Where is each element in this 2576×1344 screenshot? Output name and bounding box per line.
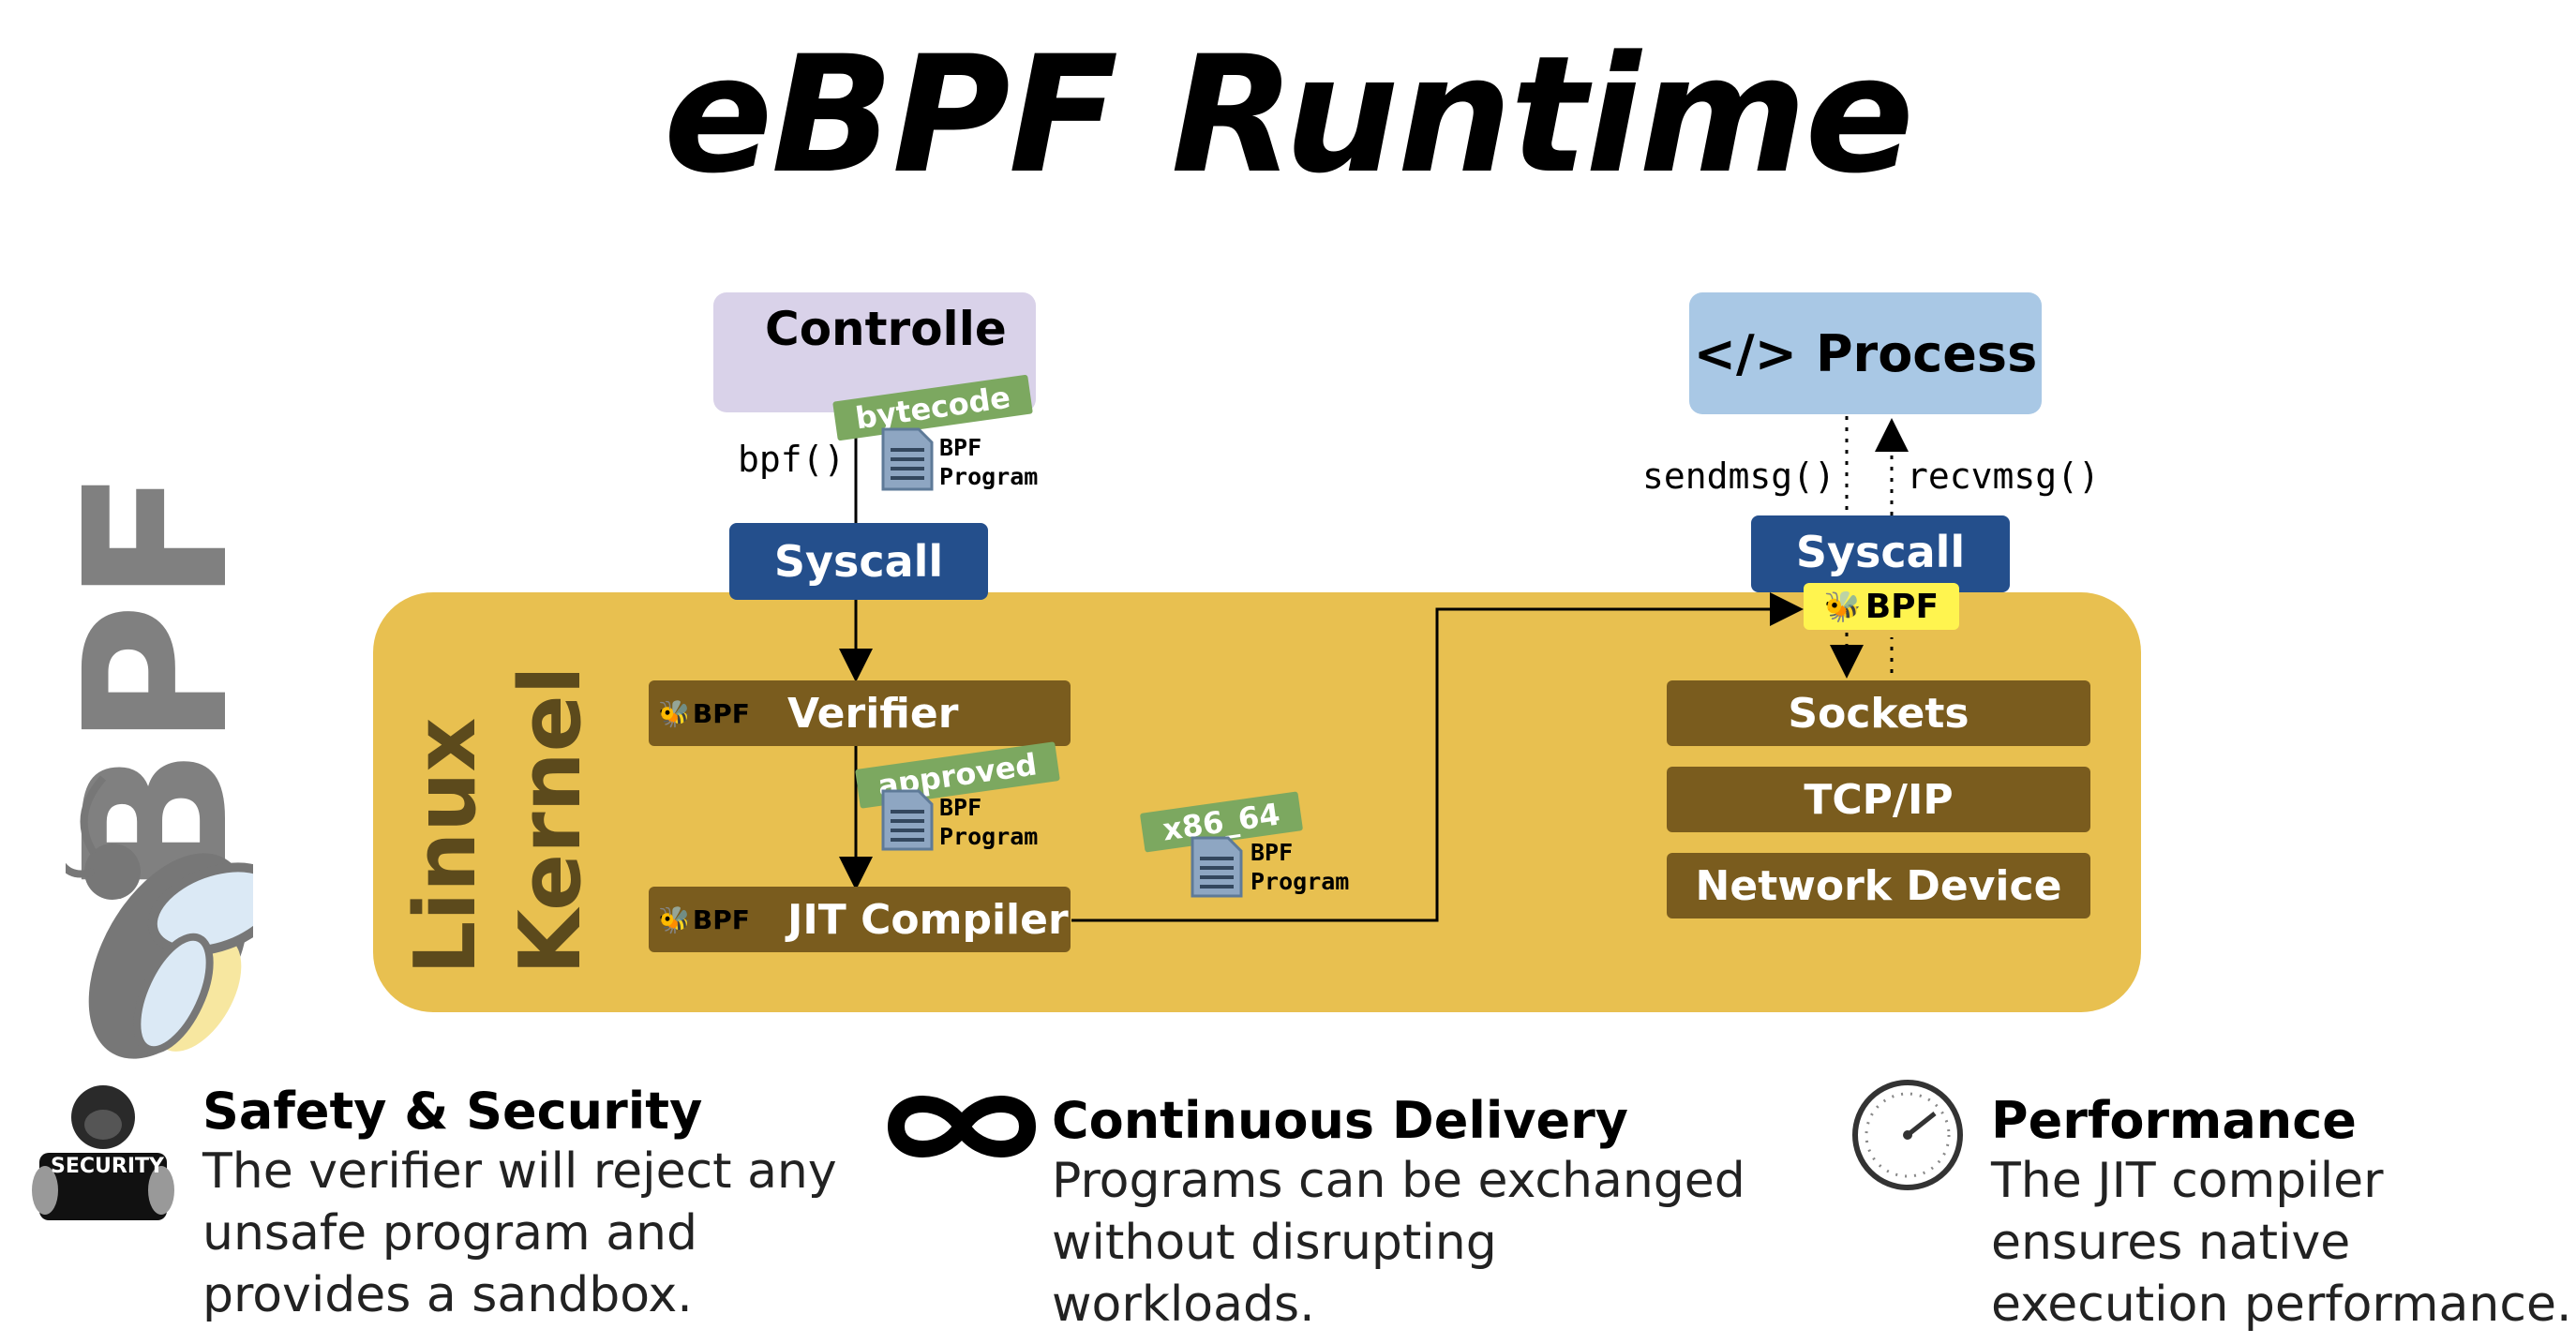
controller-label: Controlle [765, 302, 1007, 356]
verifier-box: 🐝 BPF Verifier [649, 680, 1071, 746]
bpf-program-label-1: BPF Program [939, 434, 1039, 490]
document-icon [881, 427, 934, 491]
jit-label: JIT Compiler [787, 895, 1069, 944]
tcp-ip-box: TCP/IP [1667, 767, 2090, 832]
bpf-program-label-3: BPF Program [1251, 839, 1350, 895]
code-icon: </> [1693, 323, 1797, 383]
document-icon [881, 789, 934, 851]
page-title: eBPF Runtime [663, 21, 1914, 209]
jit-compiler-box: 🐝 BPF JIT Compiler [649, 887, 1071, 952]
feature-performance: Performance The JIT compiler ensures nat… [1991, 1091, 2571, 1336]
process-box: </> Process [1689, 292, 2042, 414]
document-icon [1191, 836, 1243, 898]
security-icon-text: SECURITY [51, 1155, 164, 1178]
bpf-program-doc-2 [881, 789, 934, 855]
feature-safety: Safety & Security The verifier will reje… [202, 1082, 837, 1326]
ebpf-logo: eBPF [66, 469, 253, 1059]
bee-icon: 🐝 [1823, 589, 1862, 624]
bpf-hook-badge: 🐝 BPF [1804, 583, 1959, 630]
syscall-left: Syscall [729, 523, 988, 600]
verifier-label: Verifier [787, 689, 959, 738]
bee-icon [66, 775, 253, 1059]
bpf-program-doc-3 [1191, 836, 1243, 902]
bpf-call-label: bpf() [738, 439, 846, 480]
infinity-icon [887, 1096, 1037, 1157]
process-label: Process [1815, 323, 2038, 383]
syscall-right: Syscall [1751, 515, 2010, 592]
feature-safety-title: Safety & Security [202, 1082, 703, 1141]
feature-delivery: Continuous Delivery Programs can be exch… [1052, 1091, 1745, 1336]
sockets-box: Sockets [1667, 680, 2090, 746]
controller-box: Controlle [713, 292, 1036, 412]
speedometer-icon [1852, 1080, 1963, 1190]
feature-performance-body: The JIT compiler ensures native executio… [1991, 1153, 2572, 1333]
bee-icon: 🐝 [658, 697, 691, 729]
feature-performance-title: Performance [1991, 1091, 2357, 1150]
security-gorilla-icon: SECURITY [28, 1078, 178, 1228]
recvmsg-label: recvmsg() [1907, 455, 2100, 497]
bpf-chip-verifier: 🐝 BPF [658, 697, 750, 729]
bee-icon: 🐝 [658, 903, 691, 935]
sendmsg-label: sendmsg() [1642, 455, 1835, 497]
feature-delivery-body: Programs can be exchanged without disrup… [1052, 1153, 1745, 1333]
bpf-program-doc-1 [881, 427, 934, 495]
feature-safety-body: The verifier will reject any unsafe prog… [202, 1143, 837, 1323]
bpf-program-label-2: BPF Program [939, 794, 1039, 850]
network-device-box: Network Device [1667, 853, 2090, 918]
feature-delivery-title: Continuous Delivery [1052, 1091, 1628, 1150]
bpf-chip-jit: 🐝 BPF [658, 903, 750, 935]
